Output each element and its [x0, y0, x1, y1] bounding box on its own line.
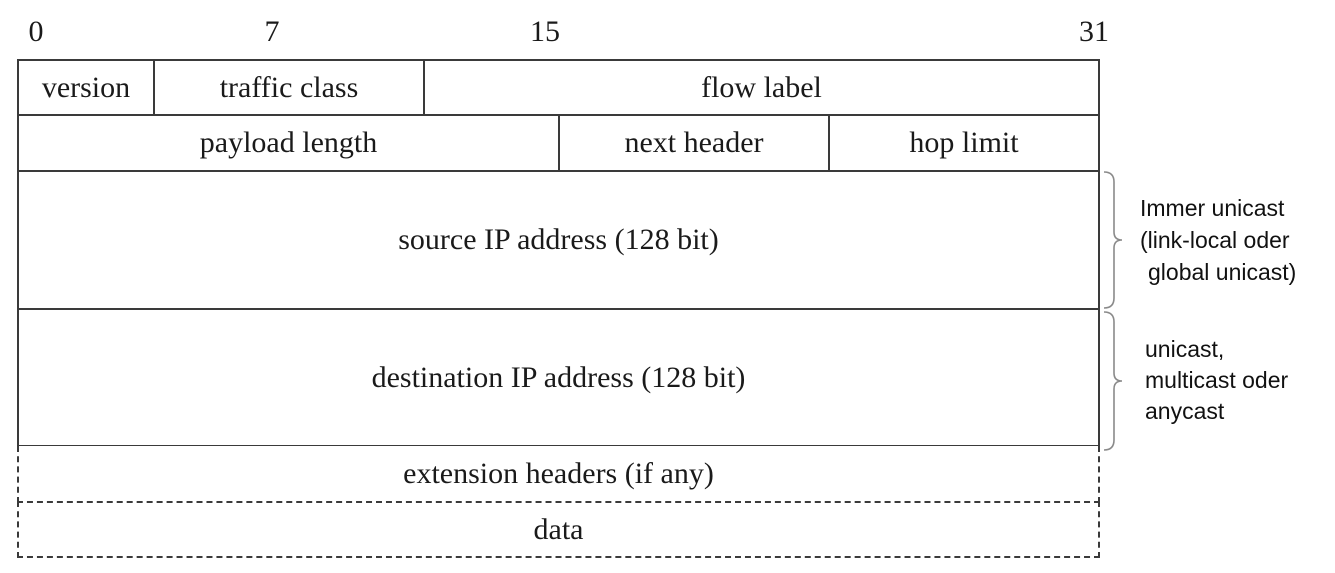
source-annotation-line-2: (link-local oder	[1140, 227, 1290, 253]
destination-address-field: destination IP address (128 bit)	[17, 308, 1100, 447]
destination-annotation-line-2: multicast oder	[1145, 367, 1289, 393]
destination-annotation-line-1: unicast,	[1145, 336, 1225, 362]
payload-length-field: payload length	[17, 114, 560, 172]
destination-brace	[1103, 311, 1123, 451]
data-field: data	[17, 501, 1100, 558]
destination-annotation-line-3: anycast	[1145, 398, 1225, 424]
bit-position-15: 15	[530, 15, 560, 48]
bit-position-31: 31	[1079, 15, 1109, 48]
bit-position-7: 7	[264, 15, 280, 48]
source-annotation-line-3: global unicast)	[1148, 259, 1297, 285]
version-field: version	[17, 59, 155, 116]
source-address-field: source IP address (128 bit)	[17, 170, 1100, 310]
traffic-class-field: traffic class	[153, 59, 425, 116]
hop-limit-field: hop limit	[828, 114, 1100, 172]
source-brace	[1103, 171, 1123, 309]
bit-position-0: 0	[28, 15, 44, 48]
next-header-field: next header	[558, 114, 830, 172]
source-annotation-line-1: Immer unicast	[1140, 195, 1285, 221]
flow-label-field: flow label	[423, 59, 1100, 116]
extension-headers-field: extension headers (if any)	[17, 446, 1100, 503]
